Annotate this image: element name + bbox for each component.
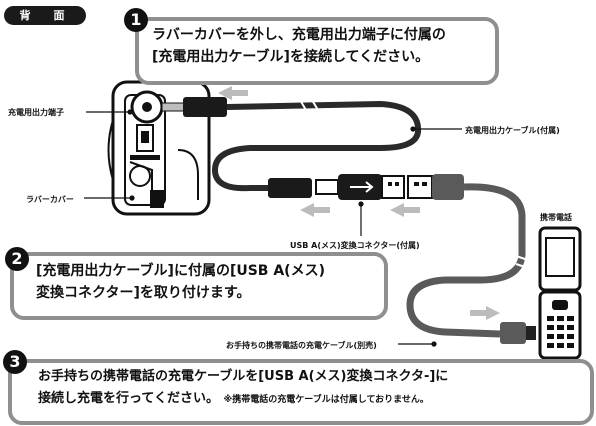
- step-3-line-2-text: 接続し充電を行ってください。: [38, 391, 219, 406]
- phone-charging-cable: [406, 174, 536, 344]
- phone-cable-label: お手持ちの携帯電話の充電ケーブル(別売): [226, 341, 377, 350]
- step-3-box: [8, 359, 594, 425]
- phone-label: 携帯電話: [540, 213, 572, 222]
- step-3-instruction: お手持ちの携帯電話の充電ケーブルを[USB A(メス)変換コネクタ-]に 接続し…: [38, 366, 578, 411]
- step-2-instruction: [充電用出力ケーブル]に付属の[USB A(メス) 変換コネクター]を取り付けま…: [36, 260, 376, 304]
- step-1-line-2: [充電用出力ケーブル]を接続してください。: [152, 49, 430, 65]
- output-cable: [161, 97, 422, 198]
- step-3-number: 3: [3, 350, 27, 374]
- usb-a-converter: [315, 174, 405, 200]
- step-1-instruction: ラバーカバーを外し、充電用出力端子に付属の [充電用出力ケーブル]を接続してくだ…: [152, 24, 492, 68]
- output-terminal-label: 充電用出力端子: [8, 108, 64, 117]
- step-3-note: ※携帯電話の充電ケーブルは付属しておりません。: [223, 395, 429, 405]
- rubber-cover-label: ラバーカバー: [26, 195, 74, 204]
- output-terminal-port: [130, 90, 164, 124]
- step-1-line-1: ラバーカバーを外し、充電用出力端子に付属の: [152, 27, 446, 43]
- step-2-number: 2: [5, 247, 29, 271]
- step-3-line-2: 接続し充電を行ってください。 ※携帯電話の充電ケーブルは付属しておりません。: [38, 388, 578, 411]
- step-1-number: 1: [124, 8, 148, 32]
- output-cable-label: 充電用出力ケーブル(付属): [465, 126, 560, 135]
- step-3-line-1: お手持ちの携帯電話の充電ケーブルを[USB A(メス)変換コネクタ-]に: [38, 369, 449, 384]
- rubber-cover-flap: [129, 165, 151, 187]
- step-2-box: [10, 252, 388, 320]
- step-2-line-1: [充電用出力ケーブル]に付属の[USB A(メス): [36, 263, 325, 279]
- direction-arrows: [218, 86, 500, 320]
- step-2-line-2: 変換コネクター]を取り付けます。: [36, 285, 251, 301]
- leader-lines: [84, 109, 462, 347]
- flip-phone: [538, 226, 582, 360]
- step-1-box: [135, 17, 499, 85]
- back-side-badge: 背 面: [4, 6, 86, 25]
- usb-converter-label: USB A(メス)変換コネクター(付属): [290, 241, 420, 250]
